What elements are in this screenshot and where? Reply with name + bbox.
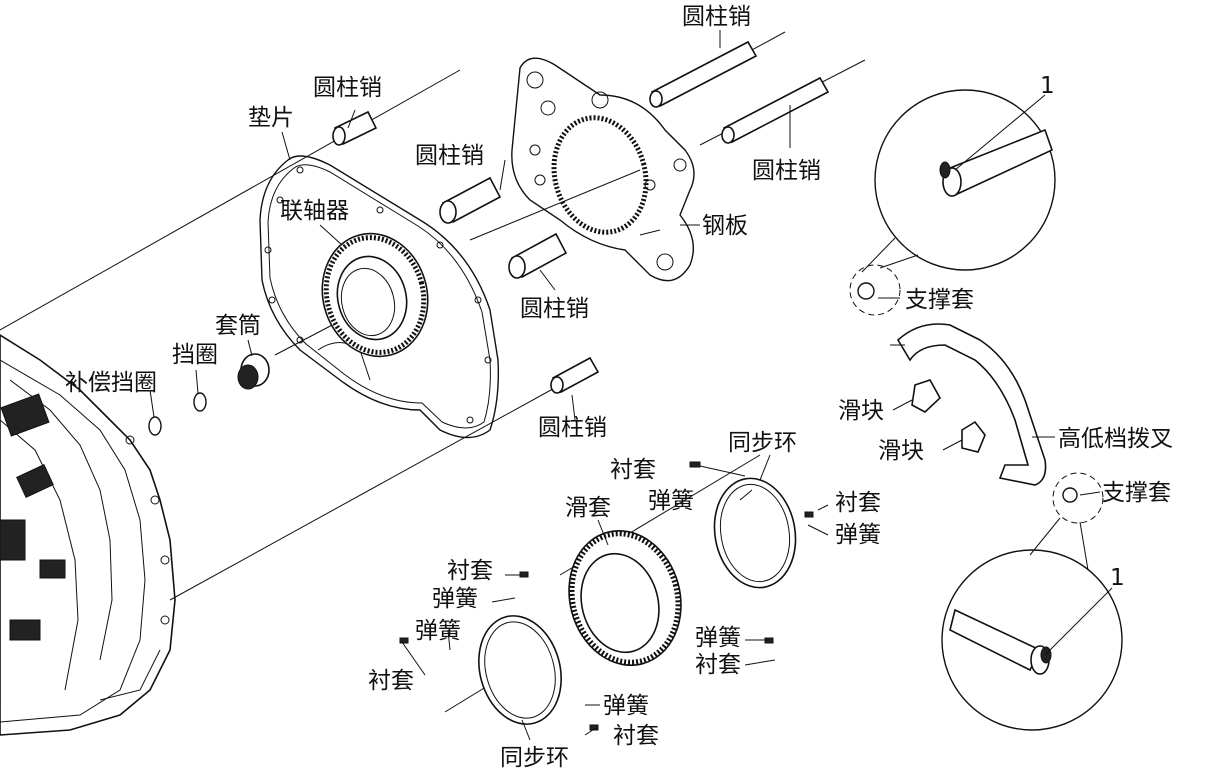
label-sync-ring-bottom: 同步环: [500, 745, 569, 771]
label-bushing-5: 衬套: [695, 652, 741, 678]
label-bushing-6: 衬套: [613, 723, 659, 749]
synchronizer-assembly: [399, 461, 814, 731]
label-slider-2: 滑块: [878, 438, 924, 464]
label-spring-5: 弹簧: [695, 625, 741, 651]
label-pin-top-right: 圆柱销: [752, 158, 821, 184]
shift-fork-assembly: [857, 282, 1078, 503]
label-pin-upper-mid: 圆柱销: [415, 143, 484, 169]
pin-upper-mid-shape: [439, 176, 502, 224]
label-spring-4: 弹簧: [415, 618, 461, 644]
label-callout-top: 1: [1040, 73, 1055, 99]
label-steel-plate: 钢板: [702, 213, 748, 239]
detail-callout-top: [849, 89, 1056, 316]
label-sync-ring-top: 同步环: [728, 430, 797, 456]
gasket-part: [259, 155, 499, 439]
pin-top-center-shape: [649, 40, 758, 108]
label-sliding-sleeve: 滑套: [565, 495, 611, 521]
coupling-part: [321, 232, 429, 358]
label-support-sleeve-bottom: 支撑套: [1102, 480, 1171, 506]
label-slider-1: 滑块: [838, 398, 884, 424]
label-bushing-3: 衬套: [447, 558, 493, 584]
label-sleeve: 套筒: [215, 313, 261, 339]
label-retaining-ring: 挡圈: [172, 342, 218, 368]
label-spring-3: 弹簧: [432, 586, 478, 612]
label-callout-bottom: 1: [1110, 565, 1125, 591]
label-pin-top-left: 圆柱销: [313, 75, 382, 101]
label-pin-bottom: 圆柱销: [538, 415, 607, 441]
label-bushing-1: 衬套: [610, 457, 656, 483]
label-pin-lower-mid: 圆柱销: [520, 296, 589, 322]
label-pin-top-center: 圆柱销: [682, 4, 751, 30]
pin-bottom-shape: [550, 356, 600, 394]
label-spring-2: 弹簧: [835, 522, 881, 548]
label-bushing-2: 衬套: [835, 490, 881, 516]
label-compensation-ring: 补偿挡圈: [65, 370, 157, 396]
label-spring-1: 弹簧: [648, 488, 694, 514]
label-gasket: 垫片: [248, 105, 294, 131]
detail-callout-bottom: [941, 472, 1123, 731]
pin-top-right-shape: [721, 76, 830, 144]
small-rings: [148, 353, 270, 436]
label-support-sleeve-top: 支撑套: [905, 287, 974, 313]
transmission-housing: [0, 334, 176, 736]
pin-lower-mid-shape: [508, 232, 568, 279]
part-labels: 圆柱销 垫片 圆柱销 圆柱销 圆柱销 联轴器 钢板 圆柱销 套筒 挡圈 补偿挡圈…: [65, 4, 1173, 771]
steel-plate-part: [511, 57, 695, 282]
pin-top-left-shape: [332, 110, 378, 146]
label-coupling: 联轴器: [280, 198, 349, 224]
cylindrical-pins: [332, 40, 830, 394]
label-spring-6: 弹簧: [603, 693, 649, 719]
label-bushing-4: 衬套: [368, 668, 414, 694]
label-shift-fork: 高低档拨叉: [1058, 426, 1173, 452]
leader-lines: [149, 30, 1101, 741]
